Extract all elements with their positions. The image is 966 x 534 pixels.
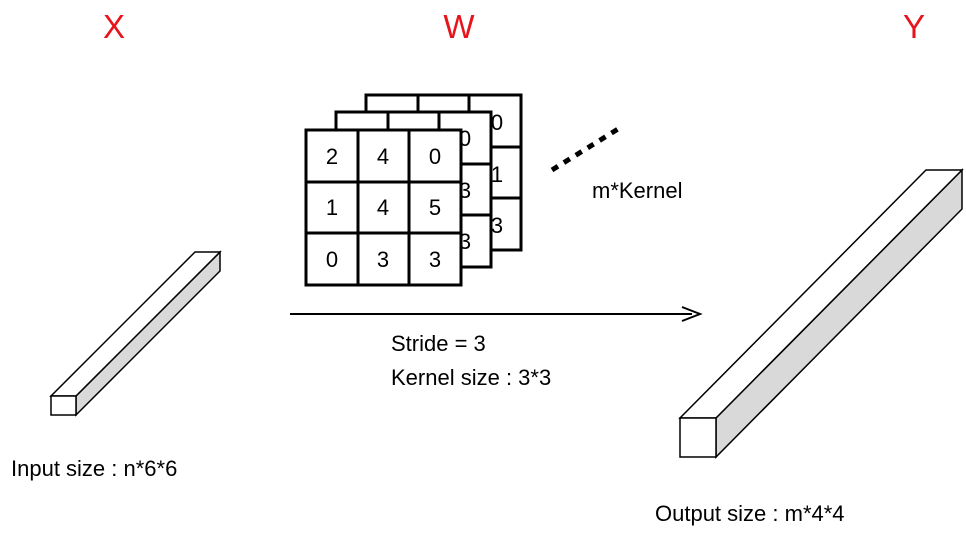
output-prism [678, 168, 964, 459]
kernel-cell: 3 [377, 247, 389, 272]
output-prism-front [679, 417, 717, 458]
kernel-cell: 0 [429, 144, 441, 169]
heading-y: Y [903, 8, 925, 45]
heading-x: X [103, 8, 125, 45]
more-kernels-dots [550, 126, 620, 173]
output-prism-top [678, 169, 964, 419]
kernel-cell: 0 [326, 247, 338, 272]
kernel-cell: 1 [326, 195, 338, 220]
kernel-front-grid [304, 128, 463, 287]
stride-label: Stride = 3 [391, 331, 486, 356]
kernel-cell: 5 [429, 195, 441, 220]
input-prism-front [50, 395, 77, 416]
output-size-caption: Output size : m*4*4 [655, 501, 845, 526]
kernel-front: 2 4 0 1 4 5 0 3 3 [304, 128, 463, 287]
input-prism-top [49, 251, 222, 397]
kernel-cell: 4 [377, 144, 389, 169]
output-prism-side [715, 168, 963, 459]
kernel-cell: 2 [326, 144, 338, 169]
kernel-cell: 3 [429, 247, 441, 272]
arrow-head [681, 306, 703, 322]
kernel-caption: m*Kernel [592, 178, 682, 203]
kernel-size-label: Kernel size : 3*3 [391, 365, 551, 390]
input-prism-side [75, 250, 221, 417]
kernel-cell: 4 [377, 195, 389, 220]
heading-w: W [443, 8, 475, 45]
kernel-back-cell: 0 [491, 110, 503, 135]
kernel-back-cell: 1 [491, 162, 503, 187]
input-size-caption: Input size : n*6*6 [11, 456, 177, 481]
input-prism [49, 250, 222, 417]
kernel-back-cell: 3 [491, 213, 503, 238]
transform-arrow [290, 306, 703, 322]
